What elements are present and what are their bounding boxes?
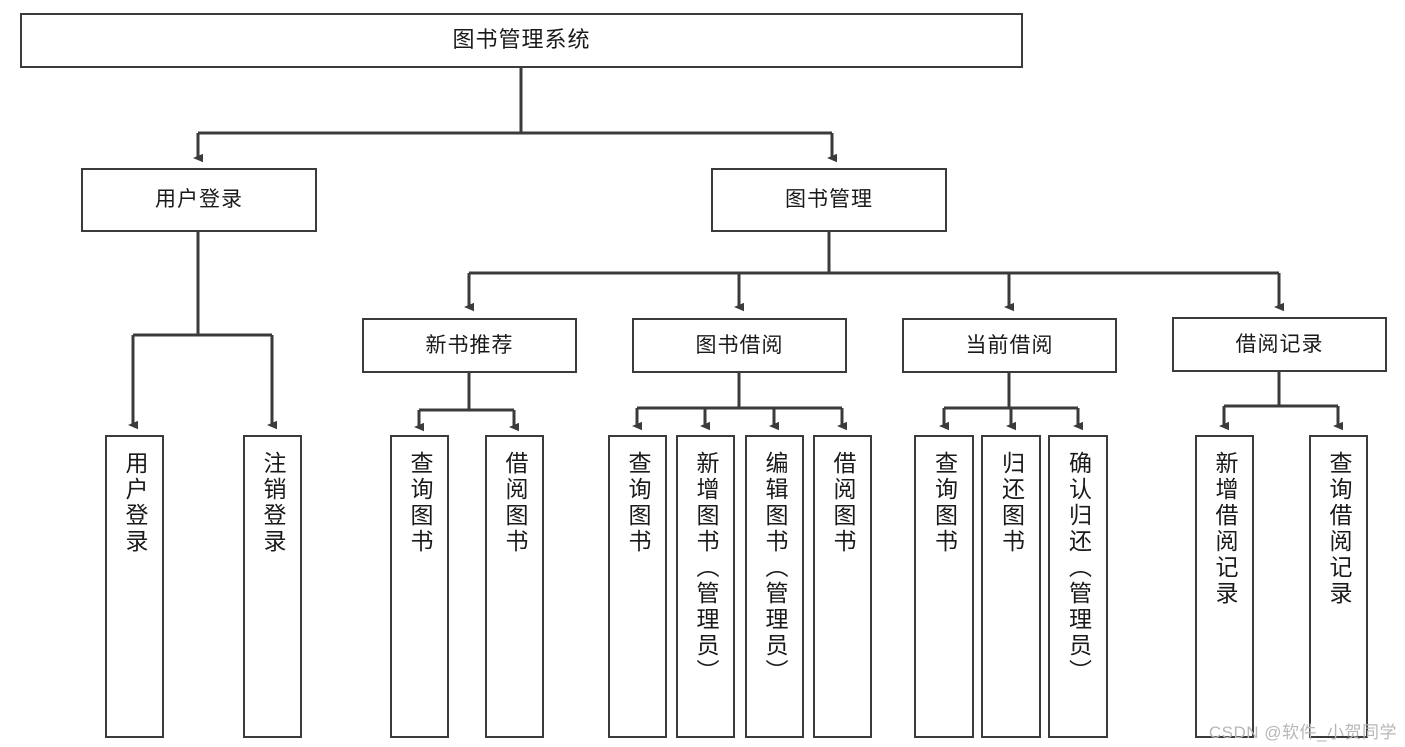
node-leaf-query-record[interactable]: 查询借阅记录	[1309, 435, 1368, 738]
node-leaf-logout[interactable]: 注销登录	[243, 435, 302, 738]
node-user-login-label: 用户登录	[155, 188, 243, 212]
node-root-label: 图书管理系统	[452, 27, 591, 53]
node-leaf-add-record-label: 新增借阅记录	[1212, 451, 1238, 607]
node-leaf-add-book-label: 新增图书（管理员）	[693, 451, 719, 685]
node-leaf-query-book-1[interactable]: 查询图书	[390, 435, 449, 738]
node-leaf-query-book-2[interactable]: 查询图书	[608, 435, 667, 738]
node-current-borrow[interactable]: 当前借阅	[902, 318, 1117, 373]
node-leaf-add-record[interactable]: 新增借阅记录	[1195, 435, 1254, 738]
node-current-borrow-label: 当前借阅	[965, 333, 1054, 357]
node-borrow-record[interactable]: 借阅记录	[1172, 317, 1387, 372]
node-leaf-user-login[interactable]: 用户登录	[105, 435, 164, 738]
node-root[interactable]: 图书管理系统	[20, 13, 1023, 68]
node-leaf-add-book[interactable]: 新增图书（管理员）	[676, 435, 735, 738]
node-book-manage-label: 图书管理	[785, 188, 873, 212]
node-leaf-query-record-label: 查询借阅记录	[1326, 451, 1352, 607]
node-borrow-record-label: 借阅记录	[1235, 332, 1324, 356]
node-leaf-borrow-book-2[interactable]: 借阅图书	[813, 435, 872, 738]
node-book-borrow[interactable]: 图书借阅	[632, 318, 847, 373]
node-leaf-borrow-book-2-label: 借阅图书	[830, 451, 856, 555]
node-leaf-query-book-3-label: 查询图书	[931, 451, 958, 555]
node-leaf-query-book-1-label: 查询图书	[407, 451, 433, 555]
node-leaf-edit-book-label: 编辑图书（管理员）	[762, 451, 788, 685]
node-leaf-borrow-book-1[interactable]: 借阅图书	[485, 435, 544, 738]
node-leaf-borrow-book-1-label: 借阅图书	[502, 451, 528, 555]
node-leaf-return-book[interactable]: 归还图书	[981, 435, 1041, 738]
node-leaf-user-login-label: 用户登录	[122, 451, 148, 555]
node-leaf-query-book-3[interactable]: 查询图书	[914, 435, 974, 738]
node-new-book-rec[interactable]: 新书推荐	[362, 318, 577, 373]
node-new-book-rec-label: 新书推荐	[425, 333, 514, 357]
node-leaf-edit-book[interactable]: 编辑图书（管理员）	[745, 435, 804, 738]
node-leaf-confirm-return[interactable]: 确认归还（管理员）	[1048, 435, 1108, 738]
node-book-manage[interactable]: 图书管理	[711, 168, 947, 232]
node-book-borrow-label: 图书借阅	[695, 333, 784, 357]
node-leaf-return-book-label: 归还图书	[998, 451, 1025, 555]
node-leaf-query-book-2-label: 查询图书	[625, 451, 651, 555]
node-leaf-confirm-return-label: 确认归还（管理员）	[1065, 451, 1092, 685]
node-leaf-logout-label: 注销登录	[260, 451, 286, 555]
node-user-login[interactable]: 用户登录	[81, 168, 317, 232]
